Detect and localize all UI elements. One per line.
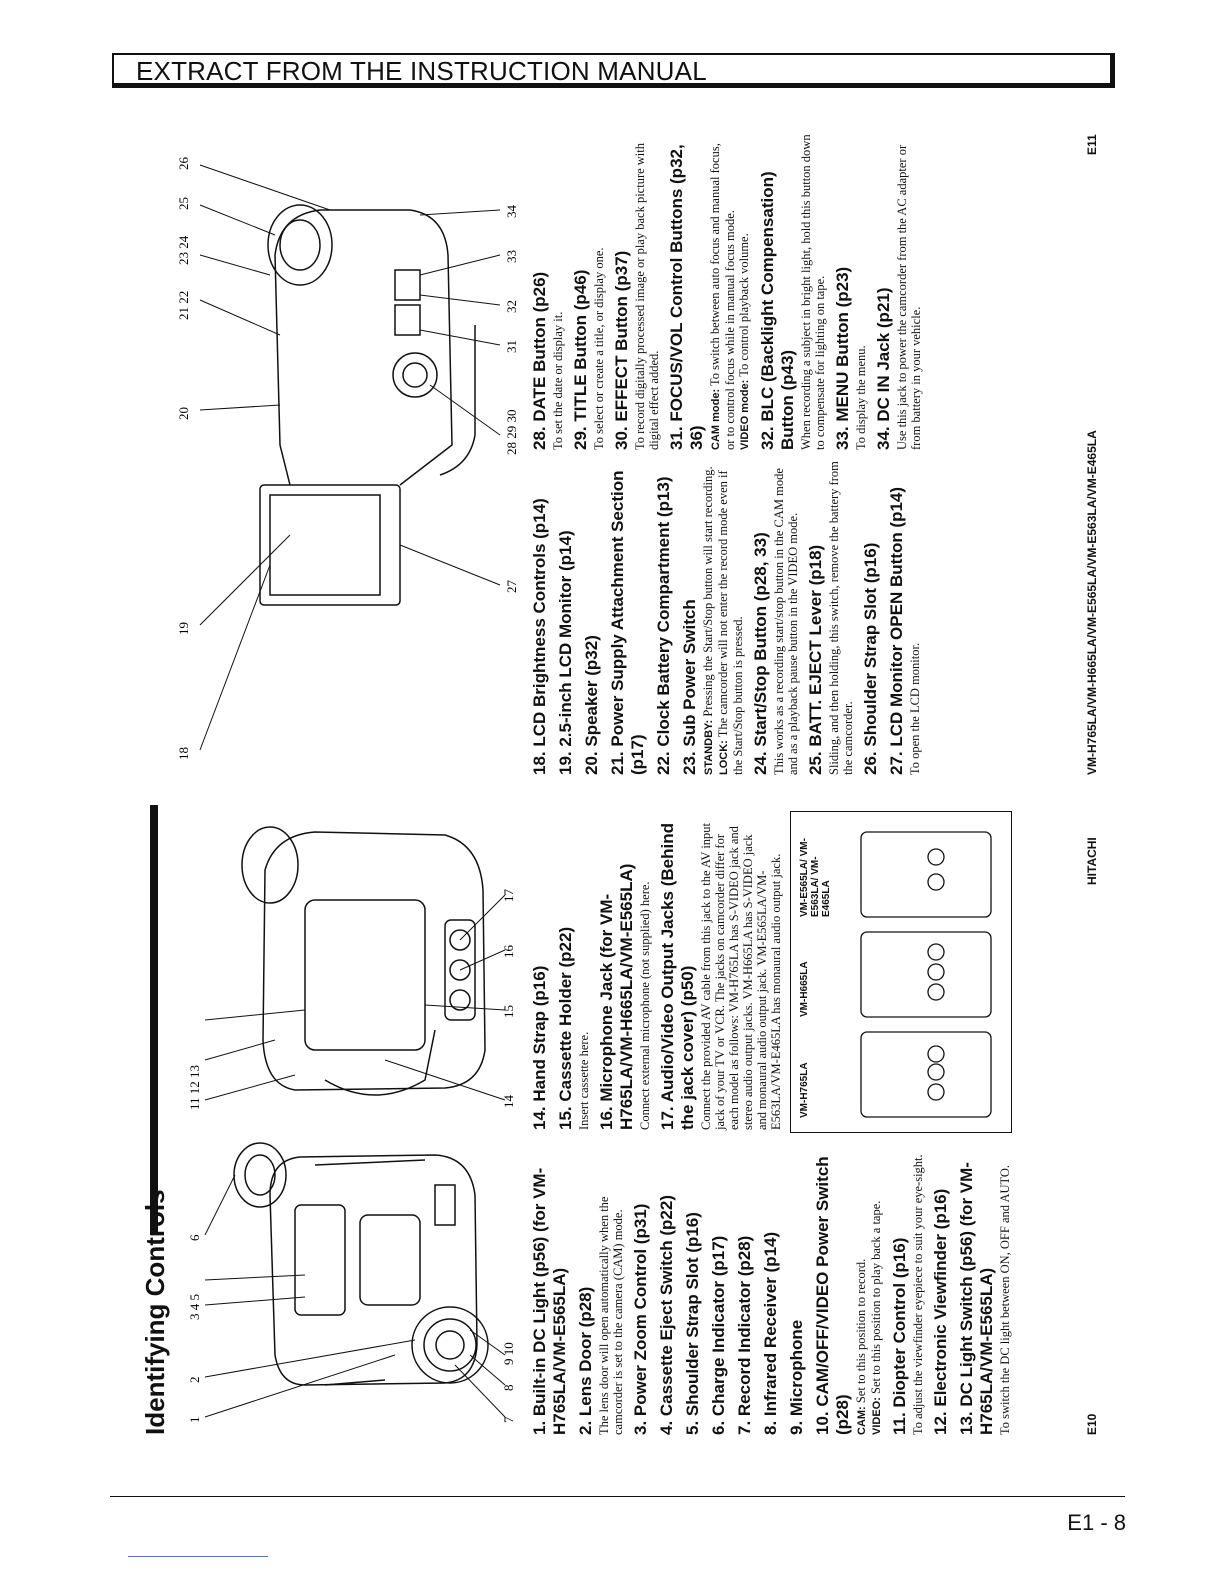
item-27: 27. LCD Monitor OPEN Button (p14)To open… <box>887 486 922 775</box>
right-column-1: 18. LCD Brightness Controls (p14) 19. 2.… <box>530 460 928 775</box>
svg-text:8: 8 <box>501 1385 515 1392</box>
jack-illustrations <box>860 831 992 1118</box>
item-10: 10. CAM/OFF/VIDEO Power Switch (p28) CAM… <box>813 1156 883 1435</box>
item-21: 21. Power Supply Attachment Section (p17… <box>608 470 647 776</box>
item-23: 23. Sub Power Switch STANDBY: Pressing t… <box>680 466 745 775</box>
svg-text:32: 32 <box>504 300 519 313</box>
bottom-rule <box>110 1496 1125 1497</box>
item-31: 31. FOCUS/VOL Control Buttons (p32, 36) … <box>667 143 751 450</box>
item-9: 9. Microphone <box>787 1319 806 1435</box>
svg-text:20: 20 <box>176 407 191 420</box>
item-15: 15. Cassette Holder (p22)Insert cassette… <box>556 926 591 1130</box>
item-13: 13. DC Light Switch (p56) (for VM-H765LA… <box>957 1162 1012 1435</box>
item-30: 30. EFFECT Button (p37)To record digital… <box>612 142 661 450</box>
svg-text:28 29 30: 28 29 30 <box>504 410 519 456</box>
title-rule <box>150 805 158 1235</box>
models-footer: VM-H765LA/VM-H665LA/VM-E565LA/VM-E563LA/… <box>1085 430 1099 775</box>
svg-text:15: 15 <box>501 1005 515 1018</box>
svg-text:6: 6 <box>187 1234 202 1241</box>
page-footer-right: E11 <box>1085 134 1099 155</box>
item-14: 14. Hand Strap (p16) <box>530 965 549 1130</box>
page-e11: 18 19 20 21 22 23 24 25 26 27 28 29 30 31 32 33 3… <box>110 115 1120 795</box>
item-12: 12. Electronic Viewfinder (p16) <box>931 1188 950 1435</box>
svg-text:9 10: 9 10 <box>501 1342 515 1365</box>
item-6: 6. Charge Indicator (p17) <box>709 1235 728 1435</box>
svg-text:34: 34 <box>504 205 519 219</box>
item-25: 25. BATT. EJECT Lever (p18)Sliding, and … <box>806 461 855 775</box>
left-column-2: 14. Hand Strap (p16) 15. Cassette Holder… <box>530 815 789 1130</box>
page-number: E1 - 8 <box>1067 1510 1126 1535</box>
item-32: 32. BLC (Backlight Compensation) Button … <box>758 134 827 450</box>
camcorder-side-illustration: 11 12 13 14 15 16 17 <box>187 826 515 1110</box>
item-34: 34. DC IN Jack (p21)Use this jack to pow… <box>874 144 923 450</box>
item-19: 19. 2.5-inch LCD Monitor (p14) <box>556 530 575 775</box>
jack-model-2: VM-H665LA <box>799 961 810 1017</box>
item-11: 11. Diopter Control (p16)To adjust the v… <box>890 1154 925 1435</box>
svg-text:14: 14 <box>501 1095 515 1109</box>
item-33: 33. MENU Button (p23)To display the menu… <box>833 266 868 450</box>
banner-title: EXTRACT FROM THE INSTRUCTION MANUAL <box>136 56 707 86</box>
svg-text:33: 33 <box>504 250 519 263</box>
svg-text:2: 2 <box>187 1377 202 1384</box>
item-16: 16. Microphone Jack (for VM-H765LA/VM-H6… <box>597 863 652 1130</box>
svg-text:1: 1 <box>187 1417 202 1424</box>
item-7: 7. Record Indicator (p28) <box>735 1235 754 1435</box>
svg-text:11 12 13: 11 12 13 <box>187 1065 202 1110</box>
svg-text:7: 7 <box>501 1416 515 1423</box>
item-26: 26. Shoulder Strap Slot (p16) <box>861 542 880 775</box>
svg-text:31: 31 <box>504 340 519 353</box>
svg-text:17: 17 <box>501 889 515 903</box>
svg-text:18: 18 <box>176 747 191 760</box>
svg-text:26: 26 <box>176 157 191 171</box>
camcorder-back-illustration: 18 19 20 21 22 23 24 25 26 27 28 29 30 31 32 33 3… <box>176 157 519 761</box>
jack-model-1: VM-H765LA <box>799 1062 810 1118</box>
svg-text:23 24: 23 24 <box>176 235 191 265</box>
right-column-2: 28. DATE Button (p26)To set the date or … <box>530 130 929 450</box>
jack-model-3: VM-E565LA/ VM-E563LA/ VM-E465LA <box>799 838 832 917</box>
link-underline <box>128 1556 268 1557</box>
item-2: 2. Lens Door (p28)The lens door will ope… <box>576 1196 625 1435</box>
item-5: 5. Shoulder Strap Slot (p16) <box>683 1212 702 1435</box>
item-24: 24. Start/Stop Button (p28, 33)This work… <box>751 468 800 775</box>
item-3: 3. Power Zoom Control (p31) <box>631 1203 650 1435</box>
item-18: 18. LCD Brightness Controls (p14) <box>530 498 549 775</box>
svg-text:3 4 5: 3 4 5 <box>187 1294 202 1320</box>
item-20: 20. Speaker (p32) <box>582 635 601 775</box>
item-8: 8. Infrared Receiver (p14) <box>761 1231 780 1435</box>
item-28: 28. DATE Button (p26)To set the date or … <box>530 271 565 450</box>
page-footer-left: E10 <box>1085 1413 1099 1435</box>
item-22: 22. Clock Battery Compartment (p13) <box>654 476 673 775</box>
item-29: 29. TITLE Button (p46)To select or creat… <box>571 247 606 450</box>
svg-text:19: 19 <box>176 622 191 635</box>
jack-variants-box: VM-H765LA VM-H665LA VM-E565LA/ VM-E563LA… <box>790 811 1012 1133</box>
svg-text:27: 27 <box>504 580 519 594</box>
svg-text:16: 16 <box>501 945 515 959</box>
svg-text:25: 25 <box>176 197 191 210</box>
left-column-1: 1. Built-in DC Light (p56) (for VM-H765L… <box>530 1145 1018 1435</box>
item-4: 4. Cassette Eject Switch (p22) <box>657 1195 676 1435</box>
camcorder-front-illustration: 1 2 3 4 5 6 7 8 9 10 <box>187 1142 515 1424</box>
brand-footer: HITACHI <box>1085 837 1099 885</box>
header-banner: EXTRACT FROM THE INSTRUCTION MANUAL <box>112 53 1115 88</box>
item-1: 1. Built-in DC Light (p56) (for VM-H765L… <box>530 1167 569 1435</box>
svg-text:21 22: 21 22 <box>176 291 191 320</box>
item-17: 17. Audio/Video Output Jacks (Behind the… <box>658 822 783 1130</box>
